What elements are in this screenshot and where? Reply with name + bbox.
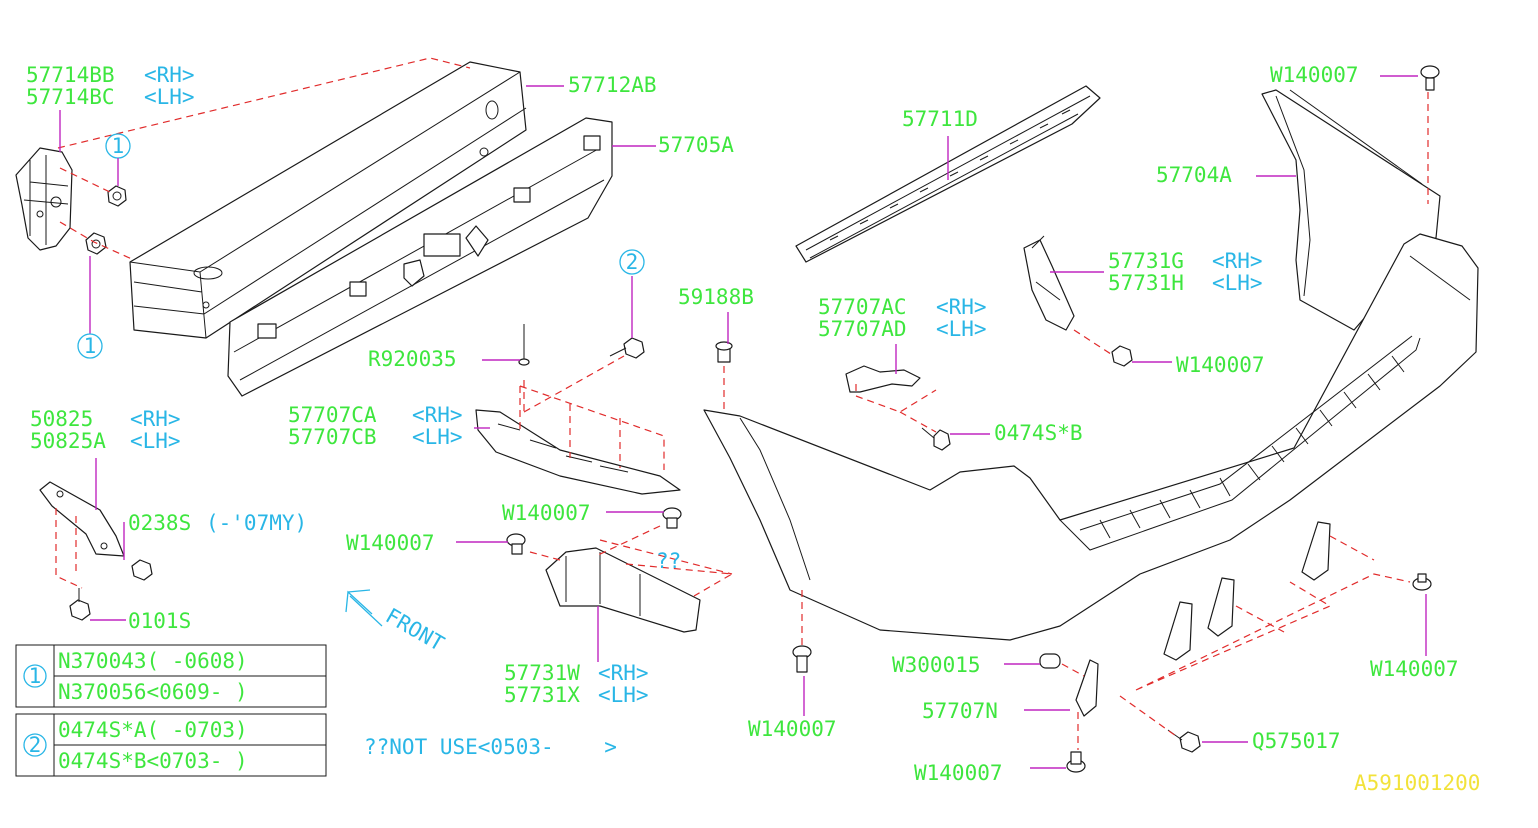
label-57731g: 57731G <box>1108 249 1184 273</box>
label-q575017: Q575017 <box>1252 729 1341 753</box>
clip-w140007-mid1-drawing <box>662 507 682 529</box>
bolt-0101s-drawing <box>69 588 91 621</box>
legend-group-1: 1 N370043( -0608) N370056<0609- ) <box>15 644 327 708</box>
callout-1-bottom <box>77 333 103 359</box>
front-arrow <box>345 589 383 627</box>
label-57707n: 57707N <box>922 699 998 723</box>
bracket-57707ac-drawing <box>845 365 921 393</box>
label-57712ab: 57712AB <box>568 73 657 97</box>
callout-1-top-num: 1 <box>112 134 125 158</box>
label-w140007-r1: W140007 <box>1176 353 1265 377</box>
label-57707ca-side: <RH> <box>412 403 463 427</box>
absorber-57705a-drawing <box>227 117 613 397</box>
label-57714bc-side: <LH> <box>144 85 195 109</box>
label-50825a: 50825A <box>30 429 106 453</box>
not-use-note: ??NOT USE<0503- > <box>364 735 617 759</box>
label-57707cb: 57707CB <box>288 425 377 449</box>
label-w140007-bottom: W140007 <box>748 717 837 741</box>
pin-r920035-drawing <box>518 324 530 366</box>
label-57731h-side: <LH> <box>1212 271 1263 295</box>
label-50825: 50825 <box>30 407 93 431</box>
label-57731x: 57731X <box>504 683 580 707</box>
label-w140007-mid2: W140007 <box>346 531 435 555</box>
screw-0474sb-drawing <box>921 427 951 451</box>
clip-w140007-mid2-drawing <box>506 533 526 555</box>
bracket-57714-drawing <box>15 147 73 251</box>
callout-1-bottom-num: 1 <box>84 334 97 358</box>
label-57714bb-side: <RH> <box>144 63 195 87</box>
label-qq-bracket: ?? <box>656 549 681 573</box>
label-57707ad: 57707AD <box>818 317 907 341</box>
label-0474sb: 0474S*B <box>994 421 1083 445</box>
legend-1-num: 1 <box>29 664 42 688</box>
label-w140007-top: W140007 <box>1270 63 1359 87</box>
callout-2-num: 2 <box>626 250 639 274</box>
label-57704a: 57704A <box>1156 163 1232 187</box>
label-57714bb: 57714BB <box>26 63 115 87</box>
clip-w140007-r1-drawing <box>1111 345 1133 367</box>
beam-57712ab-drawing <box>129 61 527 339</box>
label-57731w-side: <RH> <box>598 661 649 685</box>
label-57731w: 57731W <box>504 661 580 685</box>
label-0238s-side: (-'07MY) <box>206 511 307 535</box>
legend-1-row-1: N370043( -0608) <box>58 649 248 673</box>
label-57711d: 57711D <box>902 107 978 131</box>
grommet-w300015-drawing <box>1039 653 1061 669</box>
front-label: FRONT <box>382 604 449 657</box>
diagram-id: A591001200 <box>1354 771 1480 795</box>
label-w140007-bottom2: W140007 <box>914 761 1003 785</box>
legend-2-row-1: 0474S*A( -0703) <box>58 718 248 742</box>
legend-2-row-2: 0474S*B<0703- ) <box>58 749 248 773</box>
screw-2-drawing <box>609 337 645 359</box>
label-57705a: 57705A <box>658 133 734 157</box>
label-57707ca: 57707CA <box>288 403 377 427</box>
screw-0238s-drawing <box>131 559 153 581</box>
label-w140007-mid1: W140007 <box>502 501 591 525</box>
label-57707ac: 57707AC <box>818 295 907 319</box>
legend-2-num: 2 <box>29 733 42 757</box>
label-0238s: 0238S <box>128 511 191 535</box>
label-0101s: 0101S <box>128 609 191 633</box>
callout-2 <box>619 249 645 275</box>
clip-w140007-top-drawing <box>1420 65 1440 91</box>
label-57731x-side: <LH> <box>598 683 649 707</box>
nut-upper-drawing <box>107 185 127 207</box>
label-w140007-right: W140007 <box>1370 657 1459 681</box>
label-57731g-side: <RH> <box>1212 249 1263 273</box>
clip-59188b-drawing <box>715 341 733 363</box>
bumper-cover-drawing <box>703 233 1479 641</box>
bracket-57731g-drawing <box>1023 235 1075 331</box>
clip-w140007-bottom-drawing <box>792 645 812 673</box>
label-50825-side: <RH> <box>130 407 181 431</box>
clip-w140007-right-drawing <box>1412 573 1432 591</box>
bracket-57707n-drawing <box>1075 521 1331 717</box>
leader-lines <box>59 75 1427 769</box>
label-r920035: R920035 <box>368 347 457 371</box>
legend-1-row-2: N370056<0609- ) <box>58 680 248 704</box>
bracket-57707ca-drawing <box>475 409 681 495</box>
label-50825a-side: <LH> <box>130 429 181 453</box>
legend-group-2: 2 0474S*A( -0703) 0474S*B<0703- ) <box>15 713 327 777</box>
label-57731h: 57731H <box>1108 271 1184 295</box>
label-59188b: 59188B <box>678 285 754 309</box>
assembly-dashed-lines <box>55 57 1429 750</box>
label-w300015: W300015 <box>892 653 981 677</box>
label-57707cb-side: <LH> <box>412 425 463 449</box>
label-57707ad-side: <LH> <box>936 317 987 341</box>
clip-w140007-bottom2-drawing <box>1066 751 1086 773</box>
label-57714bc: 57714BC <box>26 85 115 109</box>
label-57707ac-side: <RH> <box>936 295 987 319</box>
bracket-50825-drawing <box>39 481 125 557</box>
bracket-57731w-drawing <box>545 547 701 633</box>
